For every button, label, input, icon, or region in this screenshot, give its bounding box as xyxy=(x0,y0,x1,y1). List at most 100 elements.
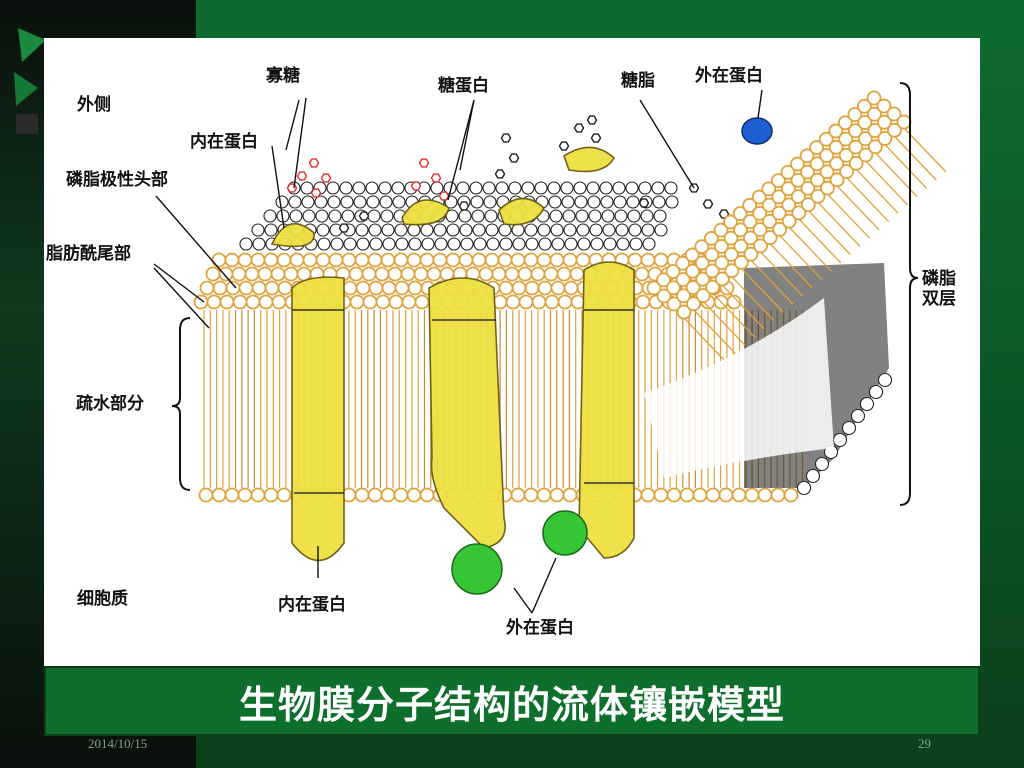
sugar-unit xyxy=(286,183,298,193)
peripheral-protein-green-left xyxy=(451,543,503,595)
phospholipid-head-back xyxy=(651,181,665,195)
phospholipid-head-inner xyxy=(841,420,857,436)
tilted-tail xyxy=(846,177,890,223)
tilted-head xyxy=(743,230,758,246)
tilted-head xyxy=(713,239,729,254)
phospholipid-head-back xyxy=(366,195,380,209)
phospholipid-head-back xyxy=(563,223,577,237)
phospholipid-head xyxy=(283,266,299,282)
phospholipid-head xyxy=(505,294,521,310)
phospholipid-head-back xyxy=(629,237,643,251)
tilted-head xyxy=(780,164,796,180)
tilted-tail xyxy=(731,276,775,322)
phospholipid-head xyxy=(380,252,396,268)
phospholipid-head xyxy=(368,280,384,296)
phospholipid-head xyxy=(289,252,305,268)
phospholipid-head-inner xyxy=(510,487,526,503)
phospholipid-head xyxy=(355,280,371,296)
tilted-head xyxy=(704,247,720,263)
tilted-head xyxy=(714,255,730,271)
sugar-unit xyxy=(410,181,422,191)
label-phospholipid-bilayer-line: 双层 xyxy=(922,288,956,309)
phospholipid-head xyxy=(264,280,280,296)
tilted-head xyxy=(656,288,672,304)
phospholipid-head-back xyxy=(534,181,548,195)
phospholipid-head-back xyxy=(638,181,652,195)
phospholipid-head-back xyxy=(603,237,617,251)
tilted-head xyxy=(675,272,691,287)
phospholipid-head xyxy=(531,294,547,310)
phospholipid-head xyxy=(634,266,650,282)
phospholipid-head-back xyxy=(586,181,600,195)
membrane-proteins xyxy=(270,117,773,595)
phospholipid-head-back xyxy=(471,209,485,223)
phospholipid-head xyxy=(362,294,378,310)
tilted-head xyxy=(847,107,863,122)
phospholipid-head-back xyxy=(653,209,667,223)
phospholipid-head xyxy=(224,252,240,268)
phospholipid-head-back xyxy=(548,195,562,209)
phospholipid-head-back xyxy=(340,195,354,209)
phospholipid-head xyxy=(237,252,253,268)
phospholipid-head xyxy=(544,294,560,310)
phospholipid-head-inner xyxy=(796,480,812,496)
phospholipid-head-back xyxy=(600,195,614,209)
phospholipid-head-back xyxy=(326,181,340,195)
phospholipid-head-back xyxy=(499,237,513,251)
phospholipid-head-inner xyxy=(718,487,734,503)
phospholipid-head-back xyxy=(612,181,626,195)
glycolipid-cap xyxy=(563,146,616,173)
label-peripheral-protein-top: 外在蛋白 xyxy=(695,66,763,86)
phospholipid-head xyxy=(245,294,261,310)
phospholipid-head-back xyxy=(252,237,266,251)
tilted-head xyxy=(770,173,786,189)
phospholipid-head-inner xyxy=(666,487,682,503)
tilted-tail xyxy=(874,152,918,198)
leader-line xyxy=(285,99,300,151)
phospholipid-head-back xyxy=(587,195,601,209)
phospholipid-head xyxy=(413,266,429,282)
tilted-head xyxy=(790,189,806,205)
phospholipid-head-back xyxy=(484,209,498,223)
phospholipid-head-inner xyxy=(523,487,539,503)
phospholipid-head xyxy=(276,252,292,268)
phospholipid-head xyxy=(426,266,442,282)
tilted-head xyxy=(800,164,815,180)
tilted-head xyxy=(877,114,892,130)
phospholipid-head-inner xyxy=(224,487,240,503)
phospholipid-head-back xyxy=(434,237,448,251)
phospholipid-head xyxy=(407,280,423,296)
phospholipid-head-back xyxy=(395,237,409,251)
tilted-tail xyxy=(693,309,737,355)
peripheral-protein-top-center xyxy=(498,197,545,226)
phospholipid-head-back xyxy=(456,181,470,195)
tilted-head xyxy=(819,148,835,163)
phospholipid-head xyxy=(387,266,403,282)
phospholipid-head-inner xyxy=(237,487,253,503)
phospholipid-head xyxy=(523,252,539,268)
phospholipid-head xyxy=(563,280,579,296)
sugar-unit xyxy=(418,158,430,168)
phospholipid-head-back xyxy=(355,223,369,237)
leader-line xyxy=(153,267,210,329)
phospholipid-head-inner xyxy=(757,487,773,503)
phospholipid-head-back xyxy=(380,209,394,223)
phospholipid-head xyxy=(348,266,364,282)
phospholipid-head-back xyxy=(378,181,392,195)
tilted-head xyxy=(886,106,902,122)
phospholipid-head-back xyxy=(482,181,496,195)
phospholipid-head-back xyxy=(549,209,563,223)
phospholipid-head-back xyxy=(601,209,615,223)
phospholipid-head xyxy=(537,280,553,296)
phospholipid-head-back xyxy=(239,237,253,251)
phospholipid-head xyxy=(212,280,228,296)
phospholipid-head-back xyxy=(627,209,641,223)
phospholipid-head-back xyxy=(365,181,379,195)
phospholipid-head-back xyxy=(560,181,574,195)
phospholipid-head xyxy=(394,280,410,296)
sugar-unit xyxy=(296,171,308,181)
phospholipid-head-back xyxy=(498,223,512,237)
phospholipid-head-back xyxy=(590,237,604,251)
phospholipid-head-back xyxy=(288,195,302,209)
phospholipid-head-inner xyxy=(250,487,266,503)
